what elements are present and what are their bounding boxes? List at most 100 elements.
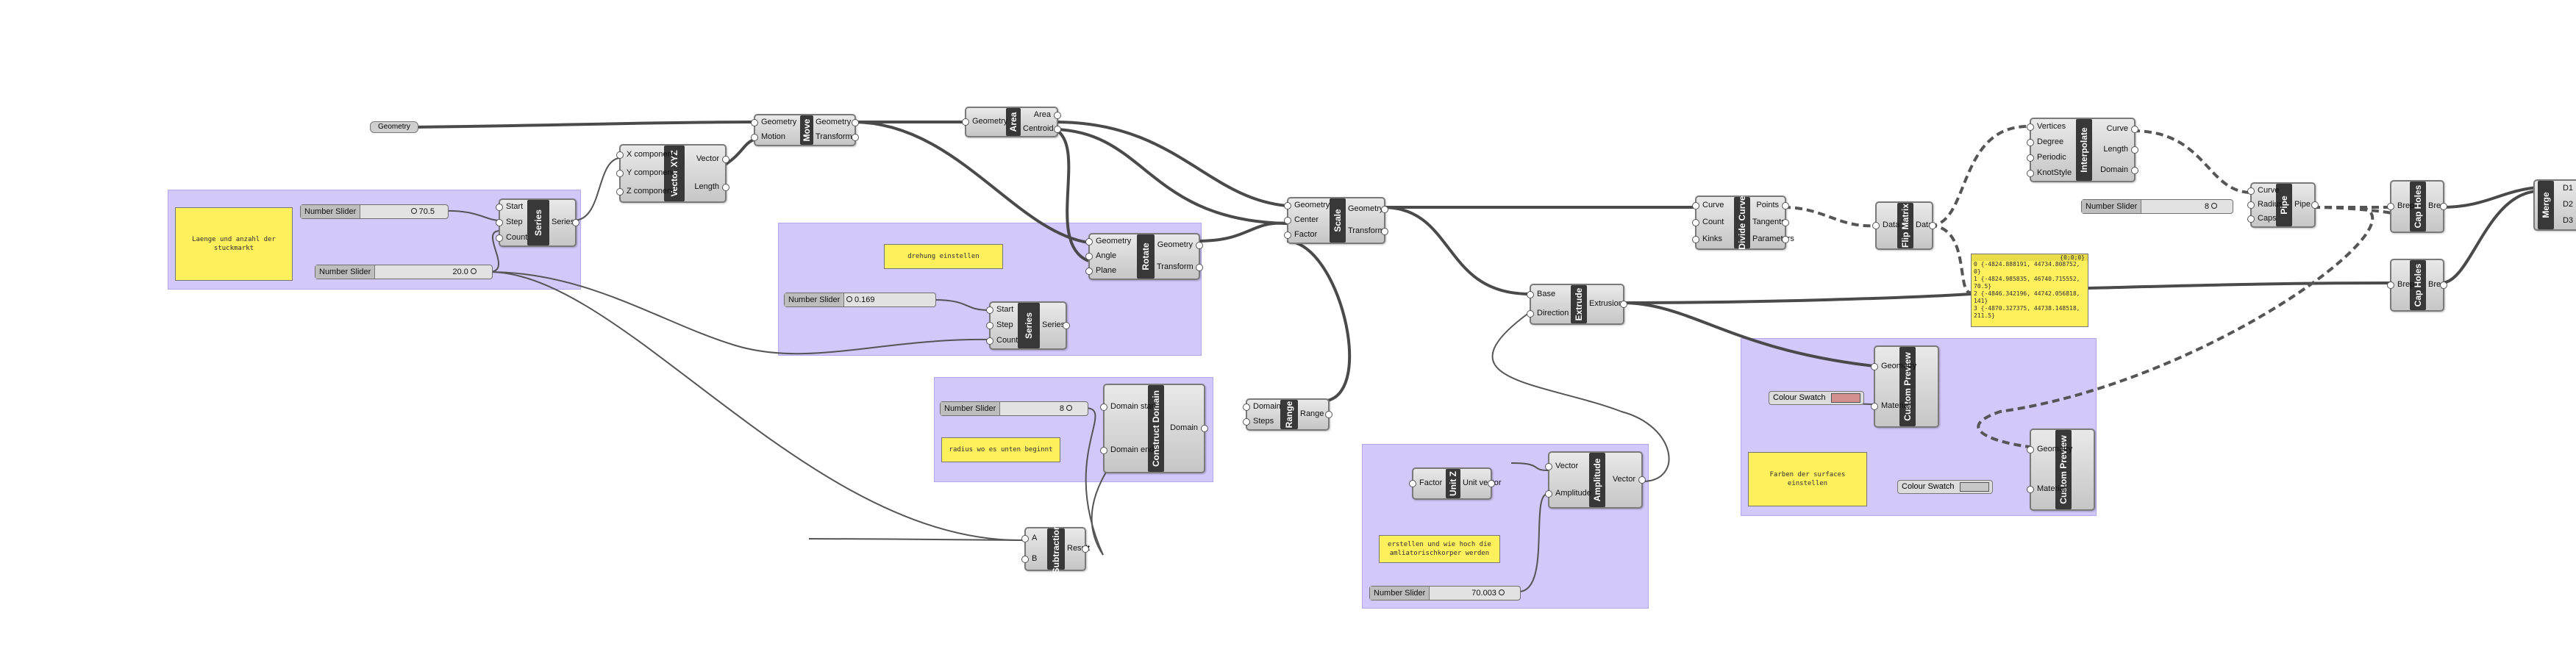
- data-panel-points[interactable]: {0;0;0} 0 {-4824.888191, 44734.808752, 0…: [1971, 254, 2088, 327]
- port-grip-icon[interactable]: [986, 322, 993, 329]
- number-slider-radius[interactable]: Number Slider 8: [2081, 199, 2233, 214]
- port-out-d2[interactable]: D2: [2562, 200, 2573, 209]
- port-grip-icon[interactable]: [1100, 404, 1107, 411]
- port-out-parameters[interactable]: Parameters: [1752, 234, 1794, 243]
- port-out-brep[interactable]: Brep: [2428, 201, 2446, 210]
- port-in-data[interactable]: Data: [1883, 220, 1900, 229]
- number-slider-count[interactable]: Number Slider 70.5: [300, 204, 449, 219]
- port-in-vector[interactable]: Vector: [1555, 462, 1579, 470]
- port-in-brep[interactable]: Brep: [2397, 280, 2415, 289]
- port-grip-icon[interactable]: [496, 204, 503, 211]
- number-slider-step[interactable]: Number Slider 20.0: [315, 265, 493, 279]
- port-grip-icon[interactable]: [2387, 203, 2394, 210]
- port-in-amplitude[interactable]: Amplitude: [1555, 489, 1591, 498]
- port-grip-icon[interactable]: [1872, 222, 1880, 229]
- port-in-kinks[interactable]: Kinks: [1702, 234, 1722, 243]
- port-grip-icon[interactable]: [751, 134, 758, 141]
- port-grip-icon[interactable]: [722, 156, 729, 163]
- port-out-domain[interactable]: Domain: [2100, 165, 2128, 174]
- port-grip-icon[interactable]: [1082, 545, 1089, 553]
- port-grip-icon[interactable]: [2027, 139, 2034, 146]
- port-grip-icon[interactable]: [2440, 203, 2447, 210]
- port-grip-icon[interactable]: [986, 337, 993, 345]
- port-in-geometry[interactable]: Geometry: [2037, 445, 2073, 453]
- port-in-caps[interactable]: Caps: [2258, 214, 2277, 223]
- port-grip-icon[interactable]: [1021, 556, 1029, 563]
- slider-knob-icon[interactable]: [471, 268, 477, 274]
- note-panel-series[interactable]: Laenge und anzahl der stuckmarkt: [175, 207, 293, 281]
- port-out-range[interactable]: Range: [1300, 409, 1324, 418]
- port-grip-icon[interactable]: [1196, 242, 1203, 249]
- port-grip-icon[interactable]: [1527, 310, 1534, 318]
- port-in-curve[interactable]: Curve: [2258, 186, 2280, 195]
- port-grip-icon[interactable]: [1871, 403, 1878, 410]
- port-grip-icon[interactable]: [1201, 425, 1208, 432]
- port-grip-icon[interactable]: [496, 234, 503, 242]
- port-in-vertices[interactable]: Vertices: [2037, 122, 2066, 131]
- port-grip-icon[interactable]: [751, 119, 758, 126]
- geometry-param[interactable]: Geometry: [370, 121, 418, 133]
- port-grip-icon[interactable]: [2131, 126, 2138, 133]
- port-in-geometry[interactable]: Geometry: [972, 117, 1008, 126]
- port-grip-icon[interactable]: [1488, 480, 1495, 487]
- number-slider-angle[interactable]: Number Slider 0.169: [784, 293, 936, 307]
- port-grip-icon[interactable]: [2440, 282, 2447, 289]
- port-in-angle[interactable]: Angle: [1096, 251, 1117, 260]
- port-out-series[interactable]: Series: [1042, 320, 1066, 329]
- port-grip-icon[interactable]: [2387, 282, 2394, 289]
- port-out-length[interactable]: Length: [2103, 145, 2128, 154]
- slider-knob-icon[interactable]: [846, 296, 852, 302]
- port-out-geometry[interactable]: Geometry: [1348, 204, 1384, 213]
- port-grip-icon[interactable]: [1054, 112, 1061, 119]
- port-out-d3[interactable]: D3: [2562, 216, 2573, 225]
- port-grip-icon[interactable]: [1545, 463, 1552, 470]
- port-grip-icon[interactable]: [852, 119, 859, 126]
- port-grip-icon[interactable]: [1638, 476, 1646, 484]
- port-in-y-component[interactable]: Y component: [627, 168, 674, 177]
- port-in-steps[interactable]: Steps: [1253, 417, 1274, 426]
- port-grip-icon[interactable]: [1243, 404, 1250, 411]
- port-out-geometry[interactable]: Geometry: [1157, 240, 1193, 249]
- port-in-knotstyle[interactable]: KnotStyle: [2037, 168, 2072, 177]
- port-grip-icon[interactable]: [2027, 446, 2034, 453]
- port-out-brep[interactable]: Brep: [2428, 280, 2446, 289]
- port-grip-icon[interactable]: [1100, 447, 1107, 454]
- port-grip-icon[interactable]: [1782, 236, 1789, 243]
- port-grip-icon[interactable]: [1021, 535, 1029, 542]
- port-grip-icon[interactable]: [1409, 480, 1416, 487]
- port-out-area[interactable]: Area: [1033, 110, 1051, 119]
- port-grip-icon[interactable]: [2247, 201, 2255, 209]
- port-in-geometry[interactable]: Geometry: [1294, 201, 1330, 209]
- port-out-data[interactable]: Data: [1916, 220, 1933, 229]
- port-grip-icon[interactable]: [2311, 201, 2319, 209]
- port-grip-icon[interactable]: [616, 170, 624, 177]
- port-grip-icon[interactable]: [2247, 215, 2255, 223]
- port-out-transform[interactable]: Transform: [1348, 226, 1385, 235]
- port-out-vector[interactable]: Vector: [696, 154, 719, 163]
- port-in-geometry[interactable]: Geometry: [1881, 362, 1917, 370]
- port-grip-icon[interactable]: [1692, 236, 1699, 243]
- port-out-domain[interactable]: Domain: [1170, 423, 1198, 432]
- note-panel-amplitude[interactable]: erstellen und wie hoch die amliatorischk…: [1379, 535, 1500, 563]
- port-in-geometry[interactable]: Geometry: [1096, 237, 1132, 245]
- port-grip-icon[interactable]: [1284, 232, 1291, 239]
- port-out-result[interactable]: Result: [1067, 544, 1091, 553]
- port-in-curve[interactable]: Curve: [1702, 201, 1724, 209]
- port-out-unit-vector[interactable]: Unit vector: [1463, 478, 1502, 487]
- port-grip-icon[interactable]: [1284, 202, 1291, 209]
